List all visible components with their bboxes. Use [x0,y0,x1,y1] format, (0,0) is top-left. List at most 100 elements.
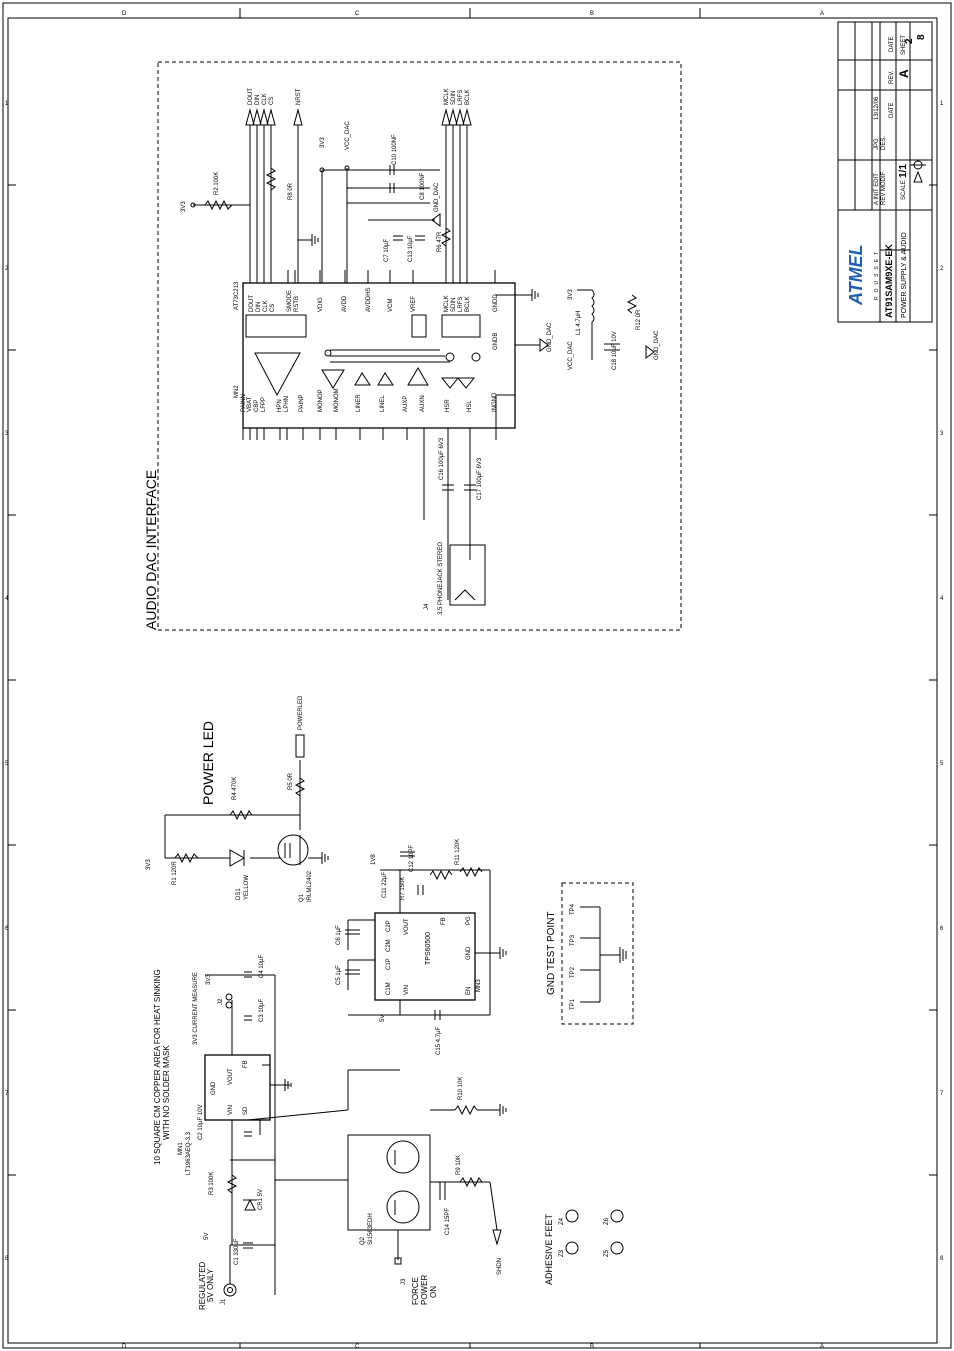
supply-rails [319,165,440,283]
copper-note-line1: 10 SQUARE CM COPPER AREA FOR HEAT SINKIN… [153,969,162,1165]
grid-col-1: 1 [5,101,9,107]
c18-label: C18 10µF 10V [612,331,618,370]
c15-capacitor: C15 4.7µF [434,1010,442,1055]
mn3-pin-gnd: GND [466,946,472,960]
pin-cs: CS [270,304,276,312]
pin-rstb: RSTB [294,296,300,312]
powerled-connector: POWERLED [295,695,305,758]
net-sdin: SDIN [451,91,457,105]
grid-col-8: 8 [5,1256,9,1262]
mn3-pin-c2m: C2M [386,939,392,952]
j3-testpoint: J3 FORCE POWER ON [394,1257,438,1305]
mn3-value: TPS60500 [425,932,432,965]
mn3-pin-c2p: C2P [386,920,392,932]
cr1-label: CR1 5V [258,1189,264,1210]
grid-row-a-bottom: A [820,1344,824,1350]
r4-resistor: R4 470K [229,777,253,821]
q2-value: SI1563EDH [368,1213,374,1245]
date-value: 13/12/06 [874,96,880,120]
r8-label: R8 0R [288,182,294,200]
j1-connector: J1 [221,1283,237,1305]
audio-section-title: AUDIO DAC INTERFACE [143,470,159,630]
grid-col-3-right: 3 [940,431,944,437]
c14-capacitor: C14 15PF [439,1182,451,1235]
c10-label: C10 100NF [392,134,398,165]
net-3v3-dac: 3V3 [320,137,326,148]
c14-label: C14 15PF [445,1208,451,1235]
force-line1: FORCE [411,1277,420,1305]
gnd-dac-symbol-top: GND_DAC [431,182,441,227]
date-label-upper: DATE [889,36,895,52]
r1-resistor: R1 120R [172,852,199,885]
mn1-wires [205,974,349,1245]
regulated-line2: 5V ONLY [206,1268,215,1302]
c13-capacitor: C13 10µF [408,235,425,262]
scale-value: 1/1 [898,164,909,178]
net-din: DIN [255,95,261,105]
q1-gnd [308,852,329,864]
at73-top-pin-stubs [249,270,496,283]
pin-hpn: HPN [277,399,283,412]
pin-liner: LINER [356,394,362,412]
c17-label: C17 100µF 6V3 [477,457,483,500]
tp2-label: TP2 [570,966,576,978]
net-5v-input: 5V [204,1233,210,1240]
net-dout: DOUT [248,88,254,105]
force-line2: POWER [420,1275,429,1305]
ds1-value: YELLOW [244,875,250,900]
mn1-pin-gnd: GND [211,1081,217,1095]
designer-label: DES. [881,136,887,150]
j2-jumper: J2 [218,993,233,1009]
audio-output-wires [423,394,515,600]
scale-label: SCALE [901,180,907,200]
r6-resistor: R6 47R [437,227,452,252]
c7-capacitor: C7 10µF [384,235,403,262]
c4-capacitor: C4 10µF [244,955,265,978]
mn3-pin-pg: PG [466,916,472,925]
net-cs: CS [269,97,275,105]
sheet-total: 8 [916,34,927,40]
mn1-label: MN1 [178,1142,184,1155]
grid-col-7-right: 7 [940,1091,944,1097]
pin-vbat: VBAT [247,396,253,412]
pin-painp: PAINP [299,394,305,412]
adhesive-feet [565,1209,624,1255]
at73-bottom-pin-names: PAINN VBAT CBP LFPP HPN LPHN PAINP MONOP… [241,333,499,412]
grid-row-c-bottom: C [355,1344,360,1350]
r7-label: R7 150K [400,877,406,900]
pin-hsl: HSL [467,400,473,412]
r11-label: R11 120K [455,839,461,865]
r9-resistor: R9 10K [456,1155,483,1188]
audio-section-frame [157,61,682,631]
grid-col-6-right: 6 [940,926,944,932]
grid-col-4-right: 4 [940,596,944,602]
c2-label: C2 10µF 10V [198,1105,204,1140]
projection-icon [910,160,926,183]
pin-auxp: AUXP [403,396,409,412]
mn3-gnd [499,947,507,959]
j1-label: J1 [221,1298,227,1305]
spi-bus-connectors [245,108,472,126]
c17-capacitor: C17 100µF 6V3 [464,457,483,500]
rev-value: A [897,69,911,78]
copper-note-line2: WITH NO SOLDER MASK [162,1045,171,1140]
power-led-wires [164,760,301,859]
z6-label: Z6 [604,1217,610,1225]
mn3-wires [347,869,500,1016]
c16-capacitor: C16 100µF 6V3 [439,437,454,491]
force-line3: ON [429,1286,438,1298]
pin-vref: VREF [411,296,417,312]
regulated-line1: REGULATED [198,1261,207,1310]
net-nrst: NRST [296,88,302,105]
ds1-led: DS1 YELLOW [229,849,250,900]
c3-label: C3 10µF [259,999,265,1022]
c7-label: C7 10µF [384,239,390,262]
gnd-test-title: GND TEST POINT [546,911,557,995]
c3-capacitor: C3 10µF [244,999,265,1022]
pin-clk: CLK [263,300,269,312]
pin-gndd: GNDD [493,294,499,312]
pin-din: DIN [256,302,262,312]
grid-col-8-right: 8 [940,1256,944,1262]
mn1-pin-vout: VOUT [228,1068,234,1085]
atmel-logo: ATMEL [846,244,866,306]
